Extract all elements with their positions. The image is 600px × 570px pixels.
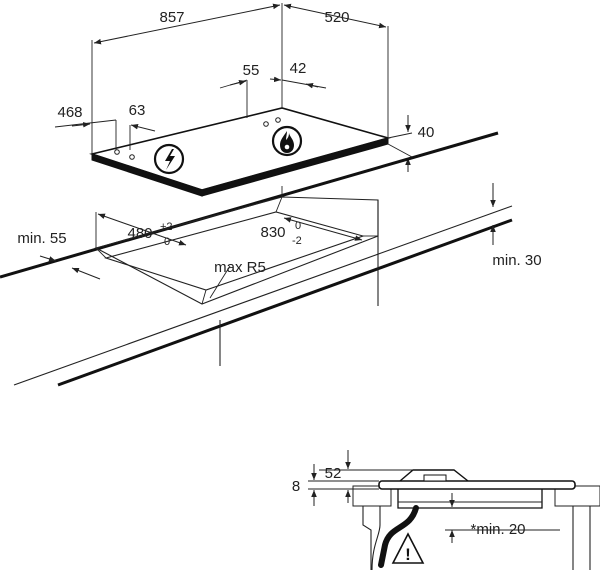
worktop-dimension-labels: min. 55 480 +2 0 830 0 -2 max R5 min. 30 (17, 220, 541, 276)
dim-830-label: 830 (260, 224, 285, 241)
worktop-cutout-outer (94, 196, 379, 305)
lightning-bolt-icon (153, 143, 185, 175)
worktop-cutout-inner (104, 211, 365, 291)
detail-gas-hose (378, 505, 419, 568)
dim-480-tol-zero: 0 (164, 236, 170, 248)
worktop (0, 131, 513, 387)
dim-857-label: 857 (159, 9, 184, 26)
worktop-back-edge (0, 131, 499, 279)
section-detail: ! (308, 450, 600, 570)
knob-3 (263, 121, 269, 127)
worktop-front-edge-bottom (57, 218, 513, 387)
flame-icon (271, 125, 303, 157)
hob-dimension-labels: 857 520 468 63 55 42 40 (57, 9, 434, 141)
detail-pan-support (399, 469, 469, 482)
knob-4 (275, 117, 281, 123)
detail-hob-body (397, 489, 543, 509)
dim-40-label: 40 (418, 124, 435, 141)
knob-2 (129, 154, 135, 160)
dim-8-label: 8 (292, 478, 300, 495)
warning-triangle-icon: ! (391, 532, 425, 564)
dim-55-label: 55 (243, 62, 260, 79)
knob-1 (114, 149, 120, 155)
hob-appliance (89, 107, 391, 197)
dim-480-label: 480 (127, 225, 152, 242)
dim-520-label: 520 (324, 9, 349, 26)
dim-52-label: 52 (325, 465, 342, 482)
detail-worktop-right (554, 485, 600, 507)
section-detail-labels: 8 52 *min. 20 (292, 465, 526, 538)
worktop-front-edge-top (13, 205, 513, 386)
dim-max-r5-label: max R5 (214, 259, 266, 276)
dim-830-tol-minus: -2 (292, 235, 302, 247)
detail-hob-plate (378, 480, 576, 490)
dim-min-20-label: *min. 20 (470, 521, 525, 538)
dim-63-label: 63 (129, 102, 146, 119)
dim-468-label: 468 (57, 104, 82, 121)
svg-text:!: ! (405, 545, 411, 564)
dim-min-30-label: min. 30 (492, 252, 541, 269)
detail-worktop-left (352, 485, 392, 507)
dim-42-label: 42 (290, 60, 307, 77)
dim-min-55-label: min. 55 (17, 230, 66, 247)
dim-830-tol-zero: 0 (295, 220, 301, 232)
hob-dimension-lines (54, 3, 413, 172)
dim-480-tol-plus: +2 (160, 221, 173, 233)
